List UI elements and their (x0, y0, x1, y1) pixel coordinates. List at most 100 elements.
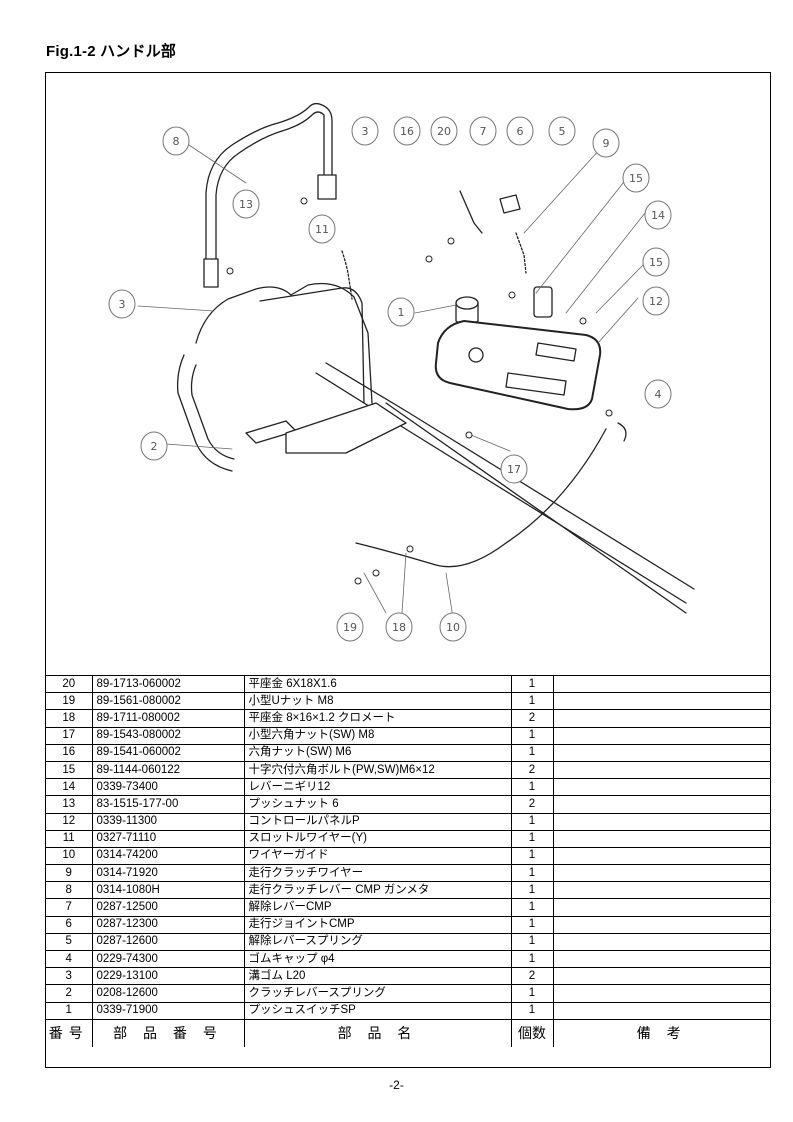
row-part-number: 83-1515-177-00 (91, 795, 245, 814)
row-part-number: 89-1541-060002 (91, 743, 245, 762)
svg-text:7: 7 (480, 125, 487, 138)
row-part-number: 89-1711-080002 (91, 709, 245, 728)
svg-text:11: 11 (315, 223, 329, 236)
row-remarks (552, 778, 770, 797)
row-remarks (552, 812, 770, 831)
row-no: 16 (46, 743, 93, 762)
row-part-name: 解除レバーCMP (243, 898, 512, 917)
row-remarks (552, 898, 770, 917)
row-remarks (552, 864, 770, 883)
svg-text:15: 15 (629, 172, 643, 185)
svg-text:19: 19 (343, 621, 357, 634)
callout-8: 8 (162, 126, 190, 156)
row-part-name: ゴムキャップ φ4 (243, 949, 512, 969)
svg-text:5: 5 (559, 125, 566, 138)
exploded-view-drawing: 8 3 16 20 7 6 5 9 13 11 15 14 15 12 3 1 … (46, 73, 770, 676)
svg-text:10: 10 (446, 621, 460, 634)
callout-19: 19 (336, 612, 364, 642)
row-part-number: 89-1543-080002 (91, 726, 245, 745)
row-part-name: 小型Uナット M8 (243, 692, 512, 711)
row-no: 14 (46, 778, 93, 797)
header-no: 番号 (46, 1018, 93, 1047)
row-part-number: 0287-12600 (91, 932, 245, 952)
row-no: 11 (46, 829, 93, 848)
callout-14: 14 (644, 200, 672, 230)
row-remarks (552, 881, 770, 900)
svg-text:15: 15 (649, 256, 663, 269)
callout-3-left: 3 (108, 289, 136, 319)
svg-text:2: 2 (151, 440, 158, 453)
svg-text:13: 13 (239, 198, 253, 211)
row-part-name: プッシュナット 6 (243, 795, 512, 814)
svg-text:18: 18 (392, 621, 406, 634)
row-no: 1 (46, 1001, 93, 1020)
svg-text:9: 9 (603, 137, 610, 150)
row-qty: 2 (510, 709, 554, 728)
header-part-name: 部 品 名 (243, 1018, 512, 1047)
row-remarks (552, 829, 770, 848)
row-part-number: 0287-12300 (91, 915, 245, 934)
row-qty: 1 (510, 829, 554, 848)
row-remarks (552, 743, 770, 762)
callout-label: 8 (173, 135, 180, 148)
row-qty: 1 (510, 984, 554, 1003)
row-part-number: 0339-71900 (91, 1001, 245, 1020)
row-qty: 1 (510, 864, 554, 883)
callout-15-bottom: 15 (642, 247, 670, 277)
row-qty: 1 (510, 778, 554, 797)
row-remarks (552, 984, 770, 1003)
row-part-name: レバーニギリ12 (243, 778, 512, 797)
row-part-number: 89-1561-080002 (91, 692, 245, 711)
row-part-name: ワイヤーガイド (243, 846, 512, 866)
row-remarks (552, 760, 770, 780)
callout-5: 5 (548, 116, 576, 146)
parts-sheet-frame: 8 3 16 20 7 6 5 9 13 11 15 14 15 12 3 1 … (45, 72, 771, 1068)
row-part-name: プッシュスイッチSP (243, 1001, 512, 1020)
callout-13: 13 (232, 189, 260, 219)
row-qty: 1 (510, 932, 554, 952)
row-qty: 1 (510, 881, 554, 900)
callout-7: 7 (469, 116, 497, 146)
row-part-number: 0314-1080H (91, 881, 245, 900)
wire-guide-part (355, 428, 607, 568)
row-qty: 1 (510, 743, 554, 762)
row-no: 6 (46, 915, 93, 934)
figure-title: Fig.1-2 ハンドル部 (46, 43, 177, 60)
row-part-number: 89-1144-060122 (91, 760, 245, 780)
control-panel-part (434, 320, 602, 411)
row-part-number: 0208-12600 (91, 984, 245, 1003)
row-no: 18 (46, 709, 93, 728)
row-part-number: 0287-12500 (91, 898, 245, 917)
row-remarks (552, 967, 770, 986)
svg-text:3: 3 (362, 125, 369, 138)
row-part-number: 0339-11300 (91, 812, 245, 831)
row-remarks (552, 1001, 770, 1020)
svg-text:1: 1 (398, 306, 405, 319)
callout-3-top: 3 (351, 116, 379, 146)
row-qty: 1 (510, 1001, 554, 1020)
row-no: 17 (46, 726, 93, 745)
row-part-name: 小型六角ナット(SW) M8 (243, 726, 512, 745)
row-no: 7 (46, 898, 93, 917)
callout-15-top: 15 (622, 163, 650, 193)
callout-20: 20 (430, 116, 458, 146)
row-qty: 1 (510, 812, 554, 831)
header-remarks: 備 考 (552, 1018, 770, 1047)
svg-text:3: 3 (119, 298, 126, 311)
row-qty: 1 (510, 846, 554, 866)
callout-9: 9 (592, 128, 620, 158)
row-remarks (552, 726, 770, 745)
callout-1: 1 (387, 297, 415, 327)
callout-10: 10 (439, 612, 467, 642)
row-part-number: 0229-74300 (91, 949, 245, 969)
row-no: 20 (46, 674, 93, 694)
callout-11: 11 (308, 214, 336, 244)
